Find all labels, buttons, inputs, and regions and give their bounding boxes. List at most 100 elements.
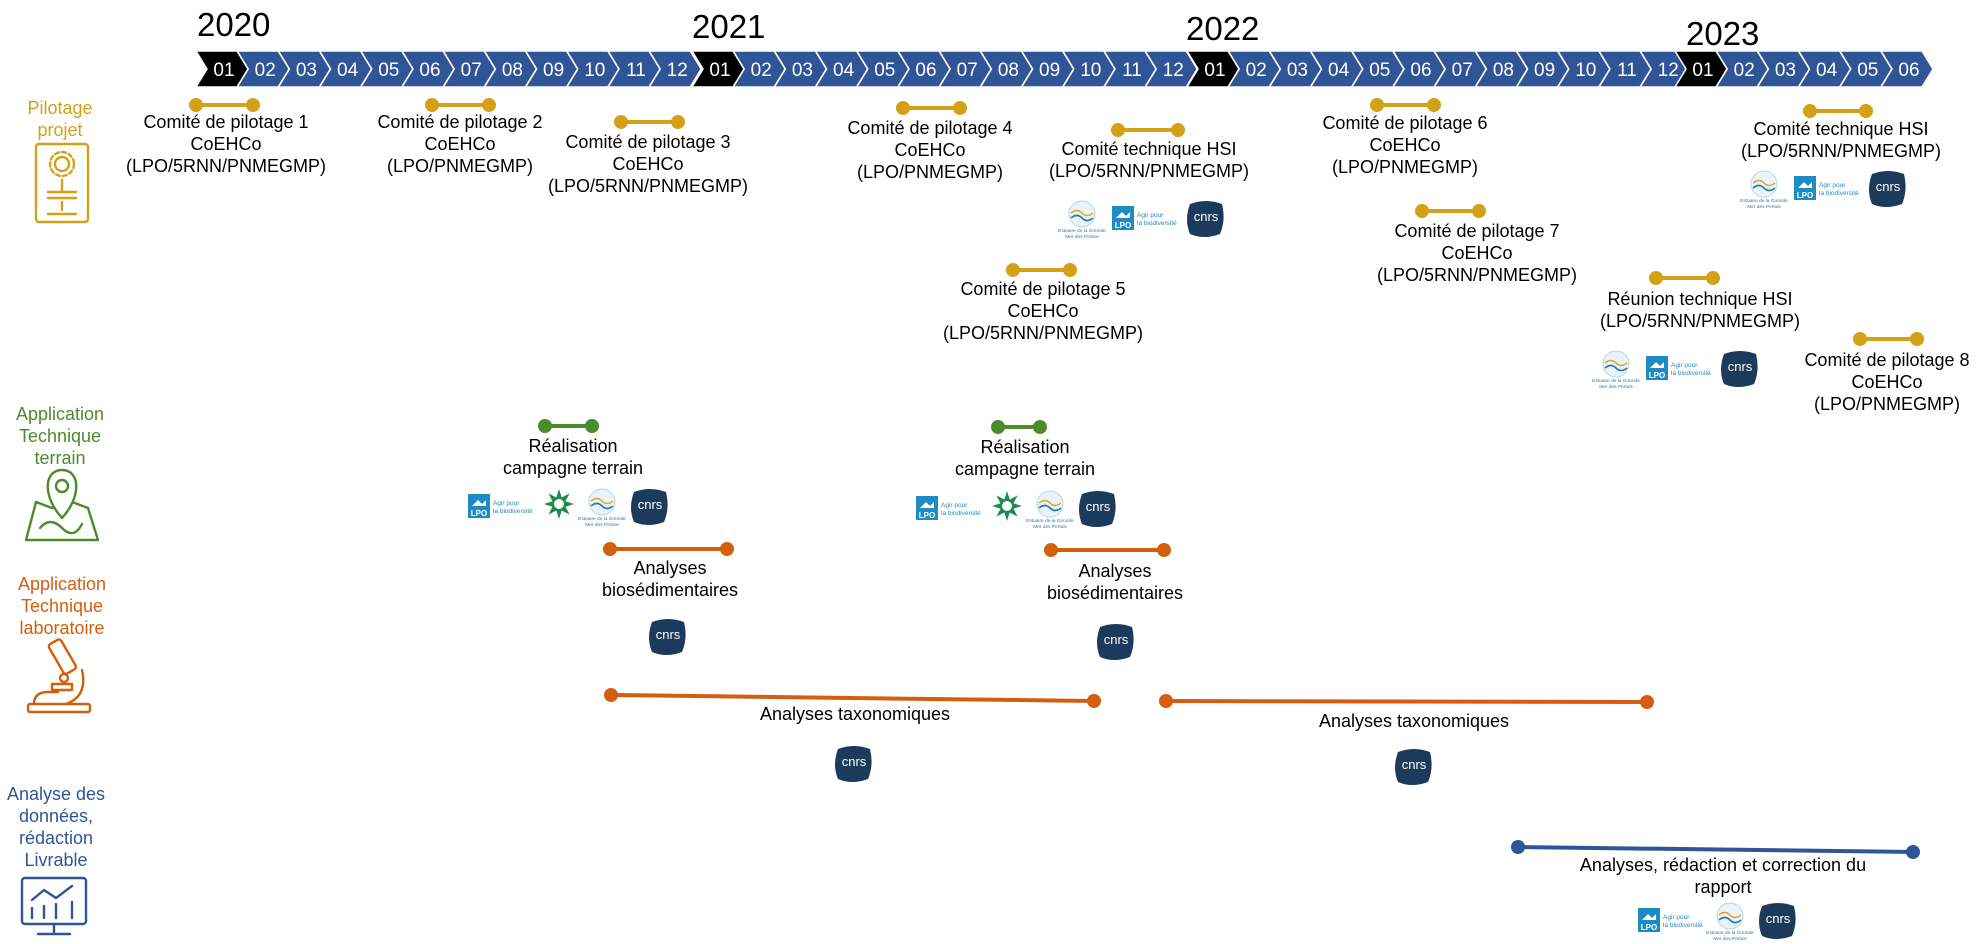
start-dot [614, 115, 628, 129]
event-label-line: Analyses, rédaction et correction du [1580, 855, 1866, 875]
month-label: 09 [543, 60, 564, 81]
duration-bar [610, 693, 1095, 703]
cnrs-logo: cnrs [1097, 624, 1134, 660]
event-label-line: CoEHCo [612, 154, 683, 174]
event-pilotage: Comité de pilotage 7CoEHCo(LPO/5RNN/PNME… [1377, 204, 1577, 285]
svg-text:la biodiversité: la biodiversité [493, 508, 533, 515]
svg-text:Mer des Pertuis: Mer des Pertuis [1065, 234, 1099, 240]
end-dot [482, 98, 496, 112]
month-label: 12 [1658, 60, 1679, 81]
lane-label-line: données, [19, 806, 93, 826]
svg-text:LPO: LPO [1649, 371, 1665, 380]
lane-labels: PilotageprojetApplicationTechniqueterrai… [7, 98, 106, 936]
event-label-line: Comité de pilotage 4 [847, 118, 1012, 138]
month-label: 09 [1534, 60, 1555, 81]
start-dot [1511, 840, 1525, 854]
svg-text:la biodiversité: la biodiversité [1671, 370, 1711, 377]
svg-text:Agir pour: Agir pour [1671, 362, 1698, 369]
svg-text:cnrs: cnrs [1086, 499, 1111, 514]
start-dot [1111, 123, 1125, 137]
month-label: 11 [626, 60, 646, 81]
month-label: 08 [502, 60, 523, 81]
month-label: 11 [1617, 60, 1637, 81]
month-label: 06 [419, 60, 440, 81]
month-label: 04 [337, 60, 359, 81]
event-label-line: CoEHCo [190, 134, 261, 154]
start-dot [538, 419, 552, 433]
month-label: 04 [1816, 60, 1838, 81]
svg-text:la biodiversité: la biodiversité [1819, 190, 1859, 197]
start-dot [1159, 694, 1173, 708]
event-label-line: (LPO/5RNN/PNMEGMP) [548, 176, 748, 196]
cnrs-logo: cnrs [1079, 491, 1116, 527]
svg-text:Agir pour: Agir pour [1663, 914, 1690, 921]
end-dot [953, 101, 967, 115]
event-label-line: Comité de pilotage 5 [960, 279, 1125, 299]
end-dot [1640, 695, 1654, 709]
svg-text:LPO: LPO [919, 511, 935, 520]
month-label: 12 [667, 60, 688, 81]
year-label-2021: 2021 [692, 8, 765, 45]
event-label-line: (LPO/5RNN/PNMEGMP) [943, 323, 1143, 343]
event-label-line: (LPO/PNMEGMP) [1332, 157, 1478, 177]
event-label-line: Comité de pilotage 8 [1804, 350, 1969, 370]
events: Comité de pilotage 1CoEHCo(LPO/5RNN/PNME… [126, 98, 1970, 942]
event-label-line: Comité technique HSI [1753, 119, 1928, 139]
lane-label-line: Application [18, 574, 106, 594]
svg-text:Estuaire de la Gironde: Estuaire de la Gironde [1740, 198, 1788, 204]
start-dot [189, 98, 203, 112]
event-label-line: Réalisation [980, 437, 1069, 457]
event-label-line: Analyses [1078, 561, 1151, 581]
start-dot [1006, 263, 1020, 277]
end-dot [671, 115, 685, 129]
svg-text:Agir pour: Agir pour [493, 500, 520, 507]
parc-logo [544, 489, 574, 519]
cnrs-logo: cnrs [1869, 171, 1906, 207]
lane-label-line: projet [37, 120, 82, 140]
event-label-line: campagne terrain [955, 459, 1095, 479]
svg-text:cnrs: cnrs [842, 754, 867, 769]
microscope-icon [26, 638, 92, 714]
event-pilotage: Comité technique HSI(LPO/5RNN/PNMEGMP)Es… [1049, 123, 1249, 240]
svg-text:cnrs: cnrs [656, 627, 681, 642]
svg-text:Estuaire de la Gironde: Estuaire de la Gironde [1706, 930, 1754, 936]
month-label: 06 [915, 60, 936, 81]
lane-label-line: Pilotage [27, 98, 92, 118]
event-label-line: Comité de pilotage 6 [1322, 113, 1487, 133]
event-pilotage: Comité de pilotage 5CoEHCo(LPO/5RNN/PNME… [943, 263, 1143, 343]
cnrs-logo: cnrs [1759, 903, 1796, 939]
start-dot [604, 688, 618, 702]
month-label: 03 [1287, 60, 1308, 81]
lane-label-line: Livrable [24, 850, 87, 870]
month-chevron [647, 50, 703, 88]
lane-label-line: Technique [21, 596, 103, 616]
end-dot [1910, 332, 1924, 346]
event-label-line: (LPO/5RNN/PNMEGMP) [1600, 311, 1800, 331]
event-label-line: (LPO/5RNN/PNMEGMP) [1741, 141, 1941, 161]
year-label-2020: 2020 [197, 6, 270, 43]
event-label-line: rapport [1694, 877, 1751, 897]
month-label: 01 [1204, 60, 1225, 81]
svg-text:Mer des Pertuis: Mer des Pertuis [585, 522, 619, 528]
event-label-line: (LPO/5RNN/PNMEGMP) [126, 156, 326, 176]
month-label: 06 [1410, 60, 1431, 81]
svg-text:Estuaire de la Gironde: Estuaire de la Gironde [1026, 518, 1074, 524]
svg-text:Estuaire de la Gironde: Estuaire de la Gironde [1058, 228, 1106, 234]
cnrs-logo: cnrs [835, 746, 872, 782]
